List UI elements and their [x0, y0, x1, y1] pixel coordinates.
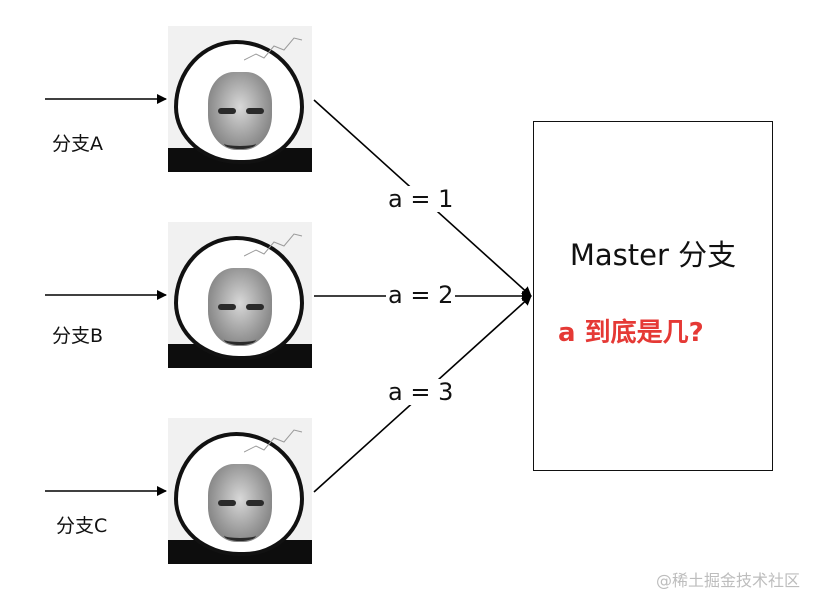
edge-label-b: a = 2	[386, 281, 456, 309]
master-question-text: a 到底是几?	[558, 318, 704, 348]
watermark: @稀土掘金技术社区	[655, 571, 800, 590]
branch-b-label: 分支B	[52, 325, 104, 347]
crack-mark-icon	[244, 429, 303, 453]
panda-meme-face-icon	[168, 418, 312, 564]
meme-mouth	[224, 530, 256, 541]
edge-label-c: a = 3	[386, 378, 456, 406]
panda-meme-face-icon	[168, 26, 312, 172]
meme-mouth	[224, 334, 256, 345]
meme-right-eye	[246, 500, 264, 506]
crack-mark-icon	[244, 233, 303, 257]
meme-right-eye	[246, 304, 264, 310]
meme-left-eye	[218, 304, 236, 310]
meme-mouth	[224, 138, 256, 149]
panda-meme-face-icon	[168, 222, 312, 368]
meme-left-eye	[218, 108, 236, 114]
meme-left-eye	[218, 500, 236, 506]
branch-c-label: 分支C	[56, 515, 108, 537]
master-branch-box: Master 分支 a 到底是几?	[533, 121, 773, 471]
crack-mark-icon	[244, 37, 303, 61]
master-branch-title: Master 分支	[569, 238, 737, 272]
edge-label-a: a = 1	[386, 185, 456, 213]
meme-right-eye	[246, 108, 264, 114]
branch-a-label: 分支A	[52, 133, 103, 155]
